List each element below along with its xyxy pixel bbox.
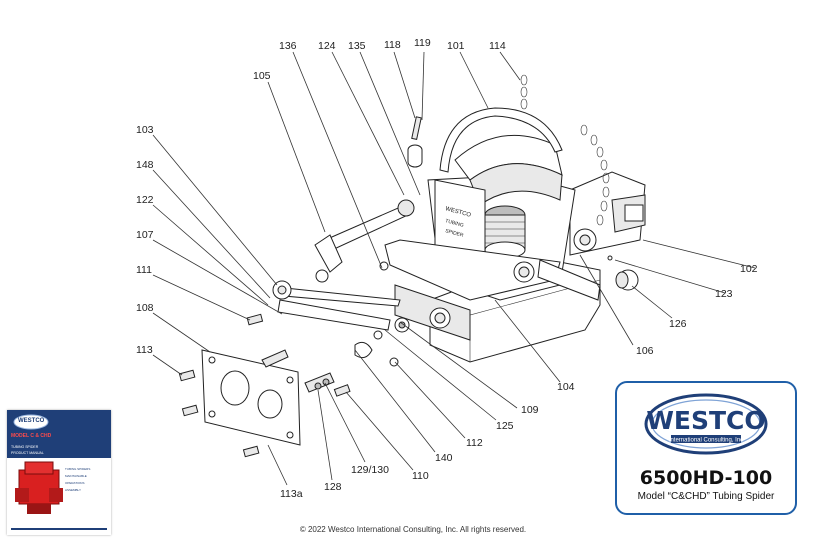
callout-labels: 136 124 135 118 119 101 114 105 103 148 … (136, 37, 758, 500)
actuator-link (272, 280, 410, 359)
leader-lines (152, 51, 756, 486)
thumbnail-header: WESTCO MODEL C & CHD TUBING SPIDER PRODU… (7, 410, 111, 458)
thumbnail-product-label: PRODUCT MANUAL (11, 451, 44, 455)
thumbnail-bullet: ASSEMBLY (65, 488, 81, 492)
callout-108: 108 (136, 302, 154, 314)
callout-123: 123 (715, 288, 733, 300)
model-number: 6500HD-100 (639, 467, 773, 489)
pins (407, 116, 423, 168)
thumbnail-subtitle: TUBING SPIDER (11, 445, 39, 449)
callout-148: 148 (136, 159, 154, 171)
thumbnail-title: MODEL C & CHD (11, 433, 52, 439)
callout-104: 104 (557, 381, 575, 393)
spider-body: WESTCO TUBING SPIDER (384, 107, 646, 363)
callout-119: 119 (414, 37, 431, 49)
callout-118: 118 (384, 39, 401, 51)
callout-101: 101 (447, 40, 465, 52)
callout-113: 113 (136, 344, 153, 356)
copyright-notice: © 2022 Westco International Consulting, … (299, 525, 527, 534)
model-logo-panel: WESTCO International Consulting, Inc 650… (615, 381, 797, 515)
callout-102: 102 (740, 263, 758, 275)
westco-brand-text: WESTCO (646, 406, 765, 435)
westco-globe-icon: WESTCO International Consulting, Inc (644, 393, 768, 455)
callout-128: 128 (324, 481, 342, 493)
callout-129-130: 129/130 (351, 464, 389, 476)
model-description: Model “C&CHD” Tubing Spider (637, 491, 775, 502)
thumbnail-logo (13, 414, 49, 430)
callout-111: 111 (136, 264, 152, 276)
callout-112: 112 (466, 437, 483, 449)
thumbnail-bullet: MAINTAINABLE (65, 474, 87, 478)
thumbnail-bullet: OPERATIONS (65, 481, 85, 485)
cover-plate (201, 349, 301, 446)
callout-110: 110 (412, 470, 429, 482)
svg-text:SPIDER: SPIDER (444, 228, 464, 239)
callout-126: 126 (669, 318, 687, 330)
callout-109: 109 (521, 404, 539, 416)
callout-113a: 113a (280, 488, 303, 500)
thumbnail-product-image (15, 461, 63, 514)
fittings (261, 349, 335, 393)
bushing (615, 269, 639, 291)
thumbnail-brand: WESTCO (18, 418, 45, 424)
thumbnail-footer-bar (7, 528, 111, 532)
callout-136: 136 (279, 40, 297, 52)
callout-125: 125 (496, 420, 514, 432)
callout-107: 107 (136, 229, 154, 241)
manual-cover-thumbnail: WESTCO MODEL C & CHD TUBING SPIDER PRODU… (7, 410, 111, 535)
callout-135: 135 (348, 40, 366, 52)
callout-140: 140 (435, 452, 453, 464)
callout-103: 103 (136, 124, 154, 136)
thumbnail-bullets: TUBING SPIDERS MAINTAINABLE OPERATIONS A… (65, 466, 90, 494)
chain (520, 74, 610, 226)
westco-logo: WESTCO International Consulting, Inc (617, 393, 795, 460)
svg-text:TUBING: TUBING (444, 218, 464, 229)
thumbnail-bullet: TUBING SPIDERS (65, 467, 91, 471)
westco-tagline: International Consulting, Inc (669, 438, 743, 444)
linkage-arm (314, 199, 415, 283)
callout-124: 124 (318, 40, 336, 52)
callout-105: 105 (253, 70, 271, 82)
callout-122: 122 (136, 194, 154, 206)
callout-106: 106 (636, 345, 654, 357)
callout-114: 114 (489, 40, 506, 52)
